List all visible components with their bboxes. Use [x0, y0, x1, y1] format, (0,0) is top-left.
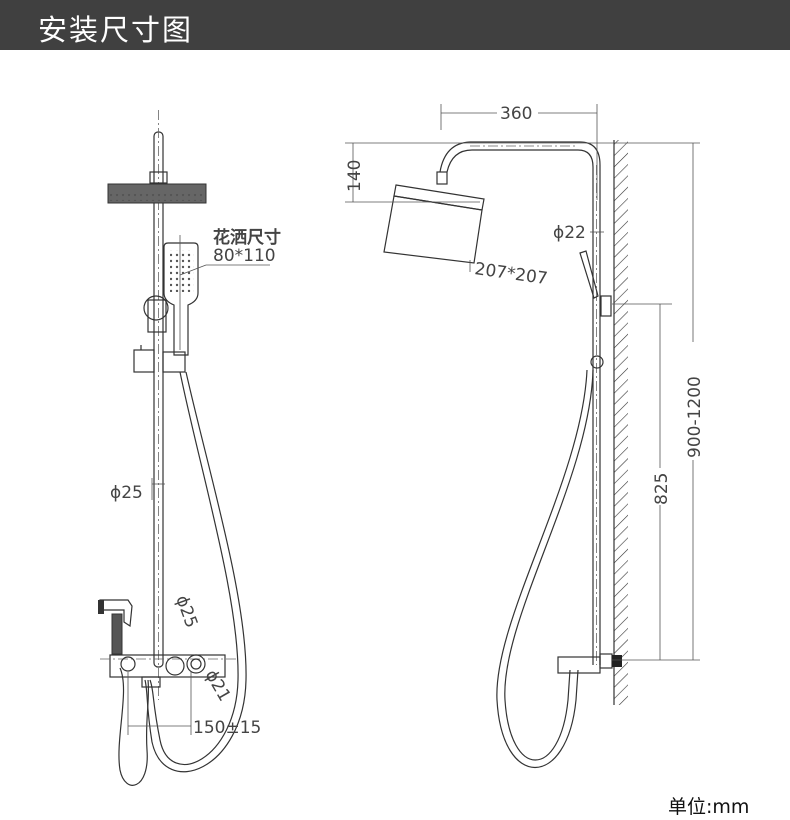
side-view: 207*207 360 140 ϕ22 825 — [345, 104, 705, 769]
bidet-sprayer — [98, 599, 150, 786]
pipe-diameter-label: ϕ22 — [553, 223, 586, 243]
handshower-size-value: 80*110 — [213, 246, 276, 266]
handshower-size-label: 花洒尺寸 — [213, 227, 281, 248]
outlet-diameter-2-label: ϕ21 — [201, 667, 235, 705]
wall-hatch — [614, 140, 628, 705]
front-view: 花洒尺寸 80*110 ϕ25 — [98, 110, 281, 786]
outlet-spacing-label: 150±15 — [193, 718, 261, 738]
mixer-valve — [100, 654, 238, 688]
bracket-height-label: 825 — [652, 473, 672, 505]
pole-diameter-label: ϕ25 — [110, 483, 143, 503]
head-drop-label: 140 — [345, 160, 365, 192]
side-mixer — [557, 653, 622, 674]
head-size-label: 207*207 — [473, 259, 548, 289]
shower-arm — [439, 141, 601, 665]
unit-label: 单位:mm — [668, 796, 750, 818]
side-hose — [504, 369, 594, 761]
arm-reach-label: 360 — [500, 104, 532, 124]
outlet-diameter-1-label: ϕ25 — [171, 593, 201, 631]
mount-height-label: 900-1200 — [685, 376, 705, 458]
hand-shower — [143, 235, 199, 356]
wall-bracket — [600, 295, 612, 317]
rain-shower-head — [107, 171, 207, 204]
side-hand-shower — [579, 250, 599, 299]
page-title: 安装尺寸图 — [38, 13, 194, 47]
shower-hose — [149, 371, 239, 766]
header-bar: 安装尺寸图 — [0, 0, 790, 50]
side-shower-head — [383, 171, 485, 264]
slide-bracket — [133, 345, 186, 373]
